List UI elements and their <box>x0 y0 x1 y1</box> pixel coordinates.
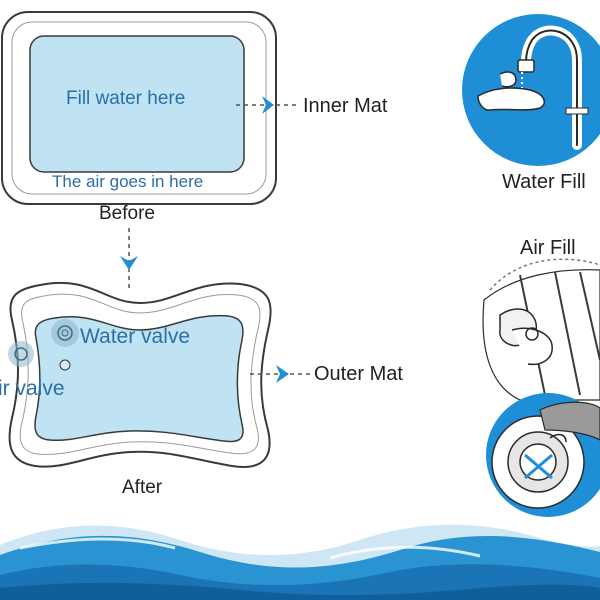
outer-mat-label: Outer Mat <box>314 363 403 385</box>
outer-mat-illustration <box>8 281 272 468</box>
water-fill-label: Water Fill <box>502 171 586 193</box>
water-valve-label: Water valve <box>80 325 191 348</box>
water-fill-faucet-icon <box>462 14 600 166</box>
small-valve-icon <box>59 359 71 371</box>
air-goes-in-label: The air goes in here <box>52 172 204 191</box>
air-valve-closeup-illustration <box>486 393 600 517</box>
inner-mat-illustration <box>1 11 277 205</box>
before-caption: Before <box>99 203 155 224</box>
air-valve-label: ir valve <box>0 377 65 400</box>
inner-mat-pointer <box>236 96 298 114</box>
air-valve-icon <box>8 341 34 367</box>
outer-mat-pointer <box>250 365 312 383</box>
after-caption: After <box>122 477 163 498</box>
water-valve-icon <box>51 319 79 347</box>
air-fill-arc <box>489 258 600 291</box>
fill-water-label: Fill water here <box>66 88 186 109</box>
air-fill-label: Air Fill <box>520 237 576 259</box>
wave-decoration <box>0 524 600 600</box>
air-fill-hand-illustration <box>482 269 600 401</box>
before-after-arrow <box>120 228 138 290</box>
inner-mat-label: Inner Mat <box>303 95 388 117</box>
